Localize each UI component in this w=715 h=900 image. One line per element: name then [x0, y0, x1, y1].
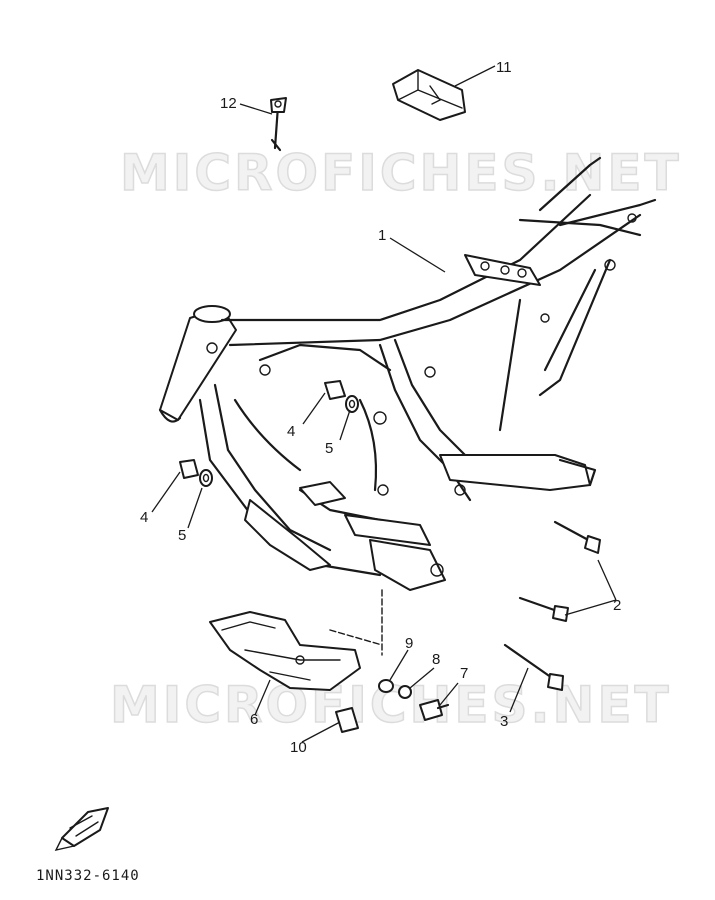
front-arrow-icon [54, 807, 109, 852]
part-6-guard[interactable] [209, 611, 361, 691]
part-2-bolt-upper[interactable] [553, 520, 601, 554]
part-10-plate[interactable] [335, 707, 359, 733]
part-3-long-bolt[interactable] [503, 643, 564, 691]
callout-9: 9 [405, 635, 413, 652]
leader-lines [151, 65, 617, 743]
callout-12: 12 [220, 95, 237, 112]
callout-3: 3 [500, 713, 508, 730]
part-11-cover[interactable] [392, 69, 466, 121]
callout-11: 11 [496, 59, 512, 76]
callout-4-upper: 4 [287, 423, 295, 440]
diagram-code: 1NN332-6140 [36, 868, 140, 884]
callout-5-lower: 5 [178, 527, 186, 544]
callout-6: 6 [250, 711, 258, 728]
part-8-washer[interactable] [398, 685, 412, 699]
callout-7: 7 [460, 665, 468, 682]
part-2-bolt-lower[interactable] [518, 596, 569, 622]
callout-10: 10 [290, 739, 307, 756]
part-4-nut-upper[interactable] [324, 380, 346, 400]
main-frame[interactable] [158, 156, 657, 591]
watermark-top: MICROFICHES.NET [120, 144, 682, 202]
part-5-washer-upper[interactable] [345, 395, 359, 413]
part-7-bolt[interactable] [419, 699, 450, 721]
callout-5-upper: 5 [325, 440, 333, 457]
part-4-nut-lower[interactable] [179, 459, 199, 479]
assembly-guide-line [329, 589, 383, 656]
part-5-washer-lower[interactable] [199, 469, 213, 487]
callout-4-lower: 4 [140, 509, 148, 526]
callout-2: 2 [613, 597, 621, 614]
callout-1: 1 [378, 227, 386, 244]
callout-8: 8 [432, 651, 440, 668]
part-12-stay[interactable] [270, 97, 287, 152]
part-9-collar[interactable] [378, 679, 394, 693]
